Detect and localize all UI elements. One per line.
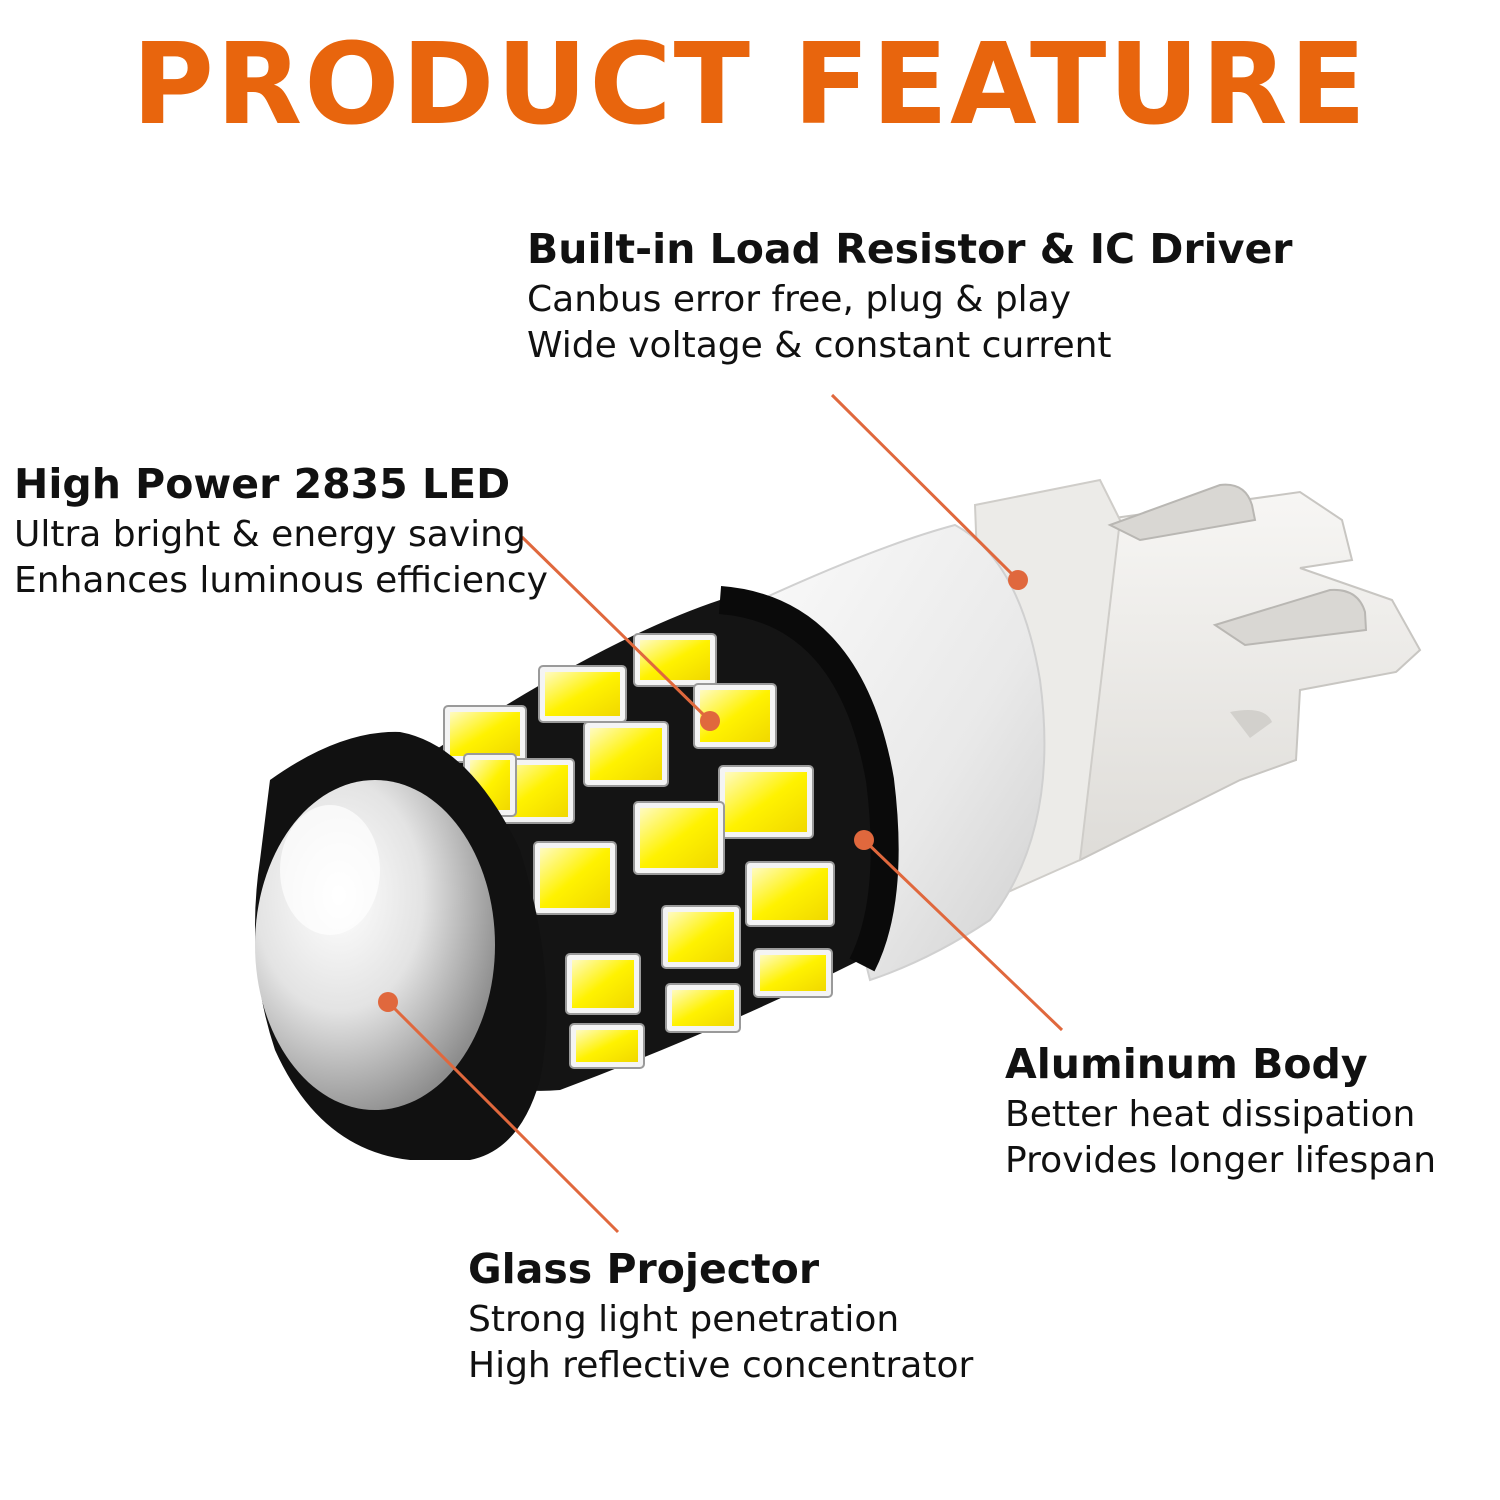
- feature-line: Better heat dissipation: [1005, 1094, 1416, 1135]
- led-chip: [640, 808, 718, 868]
- led-chip-array: [443, 633, 835, 1069]
- led-chip: [545, 672, 620, 716]
- leader-line-resistor: [830, 393, 1020, 582]
- leader-dot-resistor: [1008, 570, 1028, 590]
- led-chip: [672, 990, 734, 1026]
- led-chip: [590, 728, 662, 780]
- led-chip: [760, 955, 826, 991]
- feature-title: Glass Projector: [468, 1245, 820, 1293]
- feature-glass-projector: Glass Projector Strong light penetration…: [468, 1241, 973, 1389]
- led-chip: [668, 912, 734, 962]
- leader-line-aluminum: [862, 838, 1064, 1032]
- led-chip: [725, 772, 807, 832]
- feature-line: Canbus error free, plug & play: [527, 279, 1072, 320]
- led-chip: [540, 848, 610, 908]
- feature-line: Enhances luminous efficiency: [14, 560, 548, 601]
- plastic-base: [973, 478, 1422, 902]
- led-chip: [752, 868, 828, 920]
- leader-dot-led: [700, 711, 720, 731]
- feature-title: Built-in Load Resistor & IC Driver: [527, 225, 1293, 273]
- leader-line-glass: [386, 1000, 620, 1234]
- feature-title: Aluminum Body: [1005, 1040, 1368, 1088]
- feature-high-power-led: High Power 2835 LED Ultra bright & energ…: [14, 456, 548, 604]
- feature-line: Ultra bright & energy saving: [14, 514, 526, 555]
- leader-dot-aluminum: [854, 830, 874, 850]
- feature-line: Provides longer lifespan: [1005, 1140, 1437, 1181]
- leader-dot-glass: [378, 992, 398, 1012]
- led-chip: [576, 1030, 638, 1062]
- leader-lines: [378, 393, 1064, 1234]
- feature-title: High Power 2835 LED: [14, 460, 511, 508]
- leader-line-led: [520, 535, 712, 723]
- feature-line: Wide voltage & constant current: [527, 325, 1112, 366]
- feature-aluminum-body: Aluminum Body Better heat dissipation Pr…: [1005, 1036, 1436, 1184]
- feature-line: Strong light penetration: [468, 1299, 900, 1340]
- feature-load-resistor: Built-in Load Resistor & IC Driver Canbu…: [527, 221, 1292, 369]
- feature-line: High reflective concentrator: [468, 1345, 974, 1386]
- led-chip: [450, 712, 520, 756]
- glass-projector: [255, 731, 547, 1160]
- led-chip: [640, 640, 710, 680]
- led-chip: [572, 960, 634, 1008]
- page-title: PRODUCT FEATURE: [131, 20, 1369, 150]
